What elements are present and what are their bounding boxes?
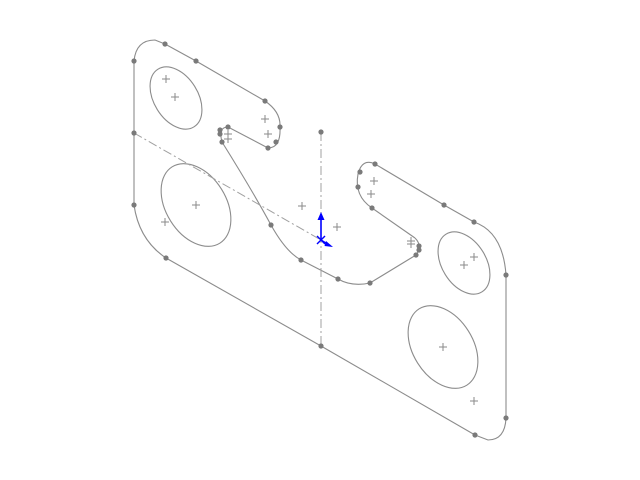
hole-left-large bbox=[160, 163, 232, 247]
slot-lower-end-arc bbox=[356, 161, 376, 209]
sketch-vertex-icon bbox=[335, 276, 341, 282]
center-point-icon bbox=[367, 190, 375, 198]
outer-bottom-right-arc bbox=[474, 417, 507, 441]
sketch-vertex-icon bbox=[273, 139, 279, 145]
hole-right-small bbox=[437, 231, 491, 295]
outer-right-top-edge bbox=[443, 204, 475, 223]
sketch-vertex-icon bbox=[193, 58, 199, 64]
outer-top-left-arc bbox=[133, 39, 166, 62]
sketch-vertex-icon bbox=[357, 169, 363, 175]
sketch-vertex-icon bbox=[318, 343, 324, 349]
sketch-vertex-icon bbox=[162, 41, 168, 47]
hole-right-large bbox=[407, 305, 479, 389]
diagonal-centerline bbox=[133, 132, 322, 241]
outer-top-left-edge bbox=[164, 43, 197, 62]
center-point-icon bbox=[192, 201, 200, 209]
holes[interactable] bbox=[139, 58, 500, 402]
sketch-vertex-icon bbox=[131, 130, 137, 136]
sketch-vertex-icon bbox=[413, 252, 419, 258]
sketch-vertex-icon bbox=[277, 124, 283, 130]
origin-triad-icon[interactable] bbox=[316, 212, 333, 247]
center-point-icon bbox=[333, 223, 341, 231]
center-point-icon bbox=[370, 177, 378, 185]
center-point-icon bbox=[470, 397, 478, 405]
outer-top-slope-edge bbox=[195, 60, 266, 102]
sketch-vertex-icon bbox=[163, 255, 169, 261]
construction-lines bbox=[133, 132, 322, 346]
center-point-icon bbox=[224, 135, 232, 143]
sketch-vertex-icon bbox=[416, 247, 422, 253]
outer-right-top-arc bbox=[473, 221, 507, 276]
center-point-icon bbox=[470, 253, 478, 261]
center-point-icon bbox=[264, 130, 272, 138]
outer-bottom-left-edge bbox=[165, 257, 322, 347]
sketch-vertex-icon bbox=[503, 272, 509, 278]
sketch-vertex-icon bbox=[367, 280, 373, 286]
center-point-icon bbox=[298, 202, 306, 210]
center-point-icon bbox=[171, 93, 179, 101]
sketch-vertex-icon bbox=[262, 98, 268, 104]
center-points bbox=[161, 75, 478, 405]
sketch-vertex-icon bbox=[355, 184, 361, 190]
center-point-icon bbox=[162, 75, 170, 83]
sketch-vertex-icon bbox=[265, 145, 271, 151]
sketch-vertex-icon bbox=[471, 219, 477, 225]
sketch-vertex-icon bbox=[472, 432, 478, 438]
sketch-vertex-icon bbox=[219, 139, 225, 145]
sketch-vertex-icon bbox=[372, 161, 378, 167]
center-point-icon bbox=[407, 240, 415, 248]
sketch-vertex-icon bbox=[318, 129, 324, 135]
sketch-vertex-icon bbox=[225, 124, 231, 130]
sketch-vertex-icon bbox=[369, 205, 375, 211]
sketch-vertex-icon bbox=[503, 415, 509, 421]
slot-upper-edge bbox=[227, 126, 269, 149]
hole-top-left-small bbox=[149, 66, 203, 130]
outer-bottom-left-arc bbox=[133, 204, 167, 259]
center-point-icon bbox=[261, 115, 269, 123]
sketch-vertex-icon bbox=[131, 58, 137, 64]
center-point-icon bbox=[460, 261, 468, 269]
outer-right-slope-edge bbox=[374, 163, 445, 206]
sketch-vertices[interactable] bbox=[131, 41, 509, 438]
center-point-icon bbox=[439, 343, 447, 351]
sketch-vertex-icon bbox=[131, 202, 137, 208]
sketch-vertex-icon bbox=[441, 202, 447, 208]
sketch-vertex-icon bbox=[268, 222, 274, 228]
slot-lower-edge bbox=[371, 207, 416, 239]
center-point-icon bbox=[161, 218, 169, 226]
sketch-vertex-icon bbox=[416, 243, 422, 249]
s-curve-edge bbox=[221, 141, 417, 285]
sketch-vertex-icon bbox=[217, 131, 223, 137]
sketch-vertex-icon bbox=[298, 257, 304, 263]
sketch-vertex-icon bbox=[217, 127, 223, 133]
outer-bottom-edge bbox=[320, 345, 476, 436]
